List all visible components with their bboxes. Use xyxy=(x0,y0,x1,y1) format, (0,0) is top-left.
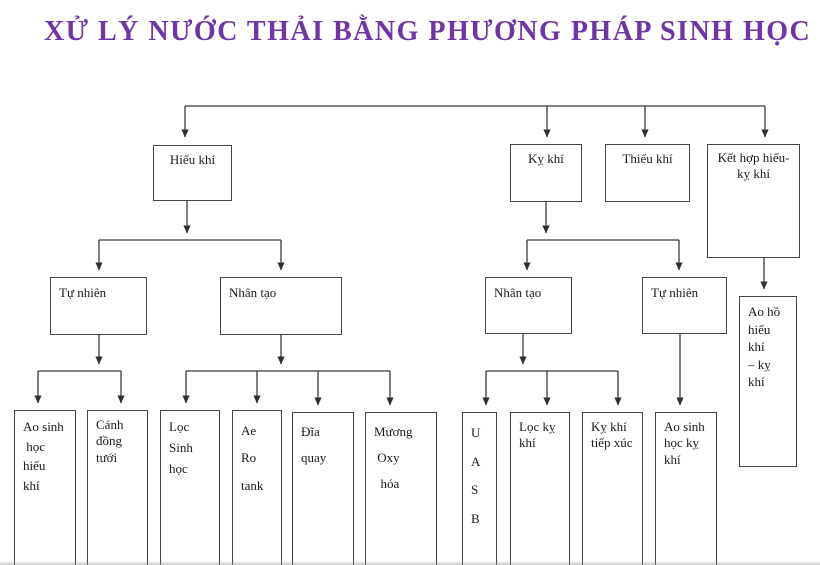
node-canh-dong-tuoi: Cánh đồng tưới xyxy=(87,410,148,565)
node-uasb: U A S B xyxy=(462,412,497,565)
node-dia-quay: Đĩa quay xyxy=(292,412,354,565)
node-ao-ho-hieu-ky-khi: Ao hồ hiếu khí – kỵ khí xyxy=(739,296,797,467)
node-aerotank: Ae Ro tank xyxy=(232,410,282,565)
node-tu-nhien-left: Tự nhiên xyxy=(50,277,147,335)
node-ao-sinh-hoc-ky-khi: Ao sinh học kỵ khí xyxy=(655,412,717,565)
node-thieu-khi: Thiếu khí xyxy=(605,144,690,202)
node-loc-sinh-hoc: Lọc Sinh học xyxy=(160,410,220,565)
node-hieu-khi: Hiếu khí xyxy=(153,145,232,201)
node-nhan-tao-right: Nhân tạo xyxy=(485,277,572,334)
node-ket-hop-hieu-ky-khi: Kết hợp hiếu- kỵ khí xyxy=(707,144,800,258)
node-ao-sinh-hoc-hieu-khi: Ao sinh học hiếu khí xyxy=(14,410,76,565)
node-muong-oxy-hoa: Mương Oxy hóa xyxy=(365,412,437,565)
node-nhan-tao-left: Nhân tạo xyxy=(220,277,342,335)
node-ky-khi: Kỵ khí xyxy=(510,144,582,202)
node-tu-nhien-right: Tự nhiên xyxy=(642,277,727,334)
node-ky-khi-tiep-xuc: Kỵ khí tiếp xúc xyxy=(582,412,643,565)
node-loc-ky-khi: Lọc kỵ khí xyxy=(510,412,570,565)
page-title: XỬ LÝ NƯỚC THẢI BẰNG PHƯƠNG PHÁP SINH HỌ… xyxy=(44,16,812,47)
